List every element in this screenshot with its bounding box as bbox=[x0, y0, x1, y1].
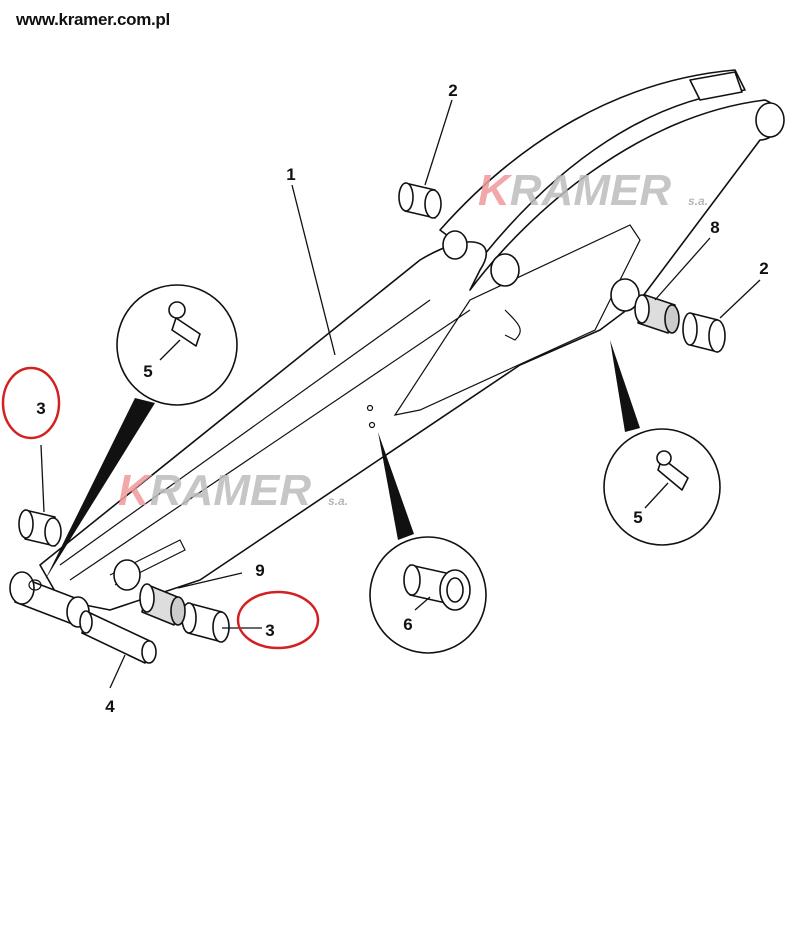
callout-9: 9 bbox=[255, 561, 264, 580]
callout-4: 4 bbox=[105, 697, 115, 716]
svg-text:KRAMER: KRAMER bbox=[118, 466, 311, 515]
detail-circle-flanged-bushing bbox=[369, 432, 487, 654]
svg-text:s.a.: s.a. bbox=[328, 494, 348, 508]
bushing-3-bottom bbox=[181, 602, 230, 643]
highlight-circle-left bbox=[1, 366, 61, 440]
svg-text:KRAMER: KRAMER bbox=[478, 166, 671, 215]
callout-2-top: 2 bbox=[448, 81, 457, 100]
watermark-top: KRAMER s.a. bbox=[478, 166, 708, 215]
detail-circle-grease-nipple-right bbox=[603, 340, 721, 546]
boom-arm bbox=[9, 69, 785, 628]
knurled-bushing-8 bbox=[634, 294, 680, 334]
website-url: www.kramer.com.pl bbox=[16, 10, 170, 29]
callout-1: 1 bbox=[286, 165, 295, 184]
bushing-2-right bbox=[682, 312, 726, 353]
leader-lines bbox=[40, 99, 761, 689]
watermark-middle: KRAMER s.a. bbox=[118, 466, 348, 515]
pin-4 bbox=[79, 610, 157, 664]
bushing-2-top bbox=[398, 182, 442, 219]
bushing-3-left bbox=[18, 509, 62, 547]
highlight-circle-bottom bbox=[236, 590, 320, 650]
callout-3-left: 3 bbox=[36, 399, 45, 418]
callout-2-right: 2 bbox=[759, 259, 768, 278]
callout-5-left: 5 bbox=[143, 362, 152, 381]
knurled-bushing-9 bbox=[139, 583, 186, 626]
callout-6: 6 bbox=[403, 615, 412, 634]
callout-3-bottom: 3 bbox=[265, 621, 274, 640]
detail-circle-grease-nipple-left bbox=[45, 284, 238, 580]
callout-5-right: 5 bbox=[633, 508, 642, 527]
svg-text:s.a.: s.a. bbox=[688, 194, 708, 208]
callout-8: 8 bbox=[710, 218, 719, 237]
